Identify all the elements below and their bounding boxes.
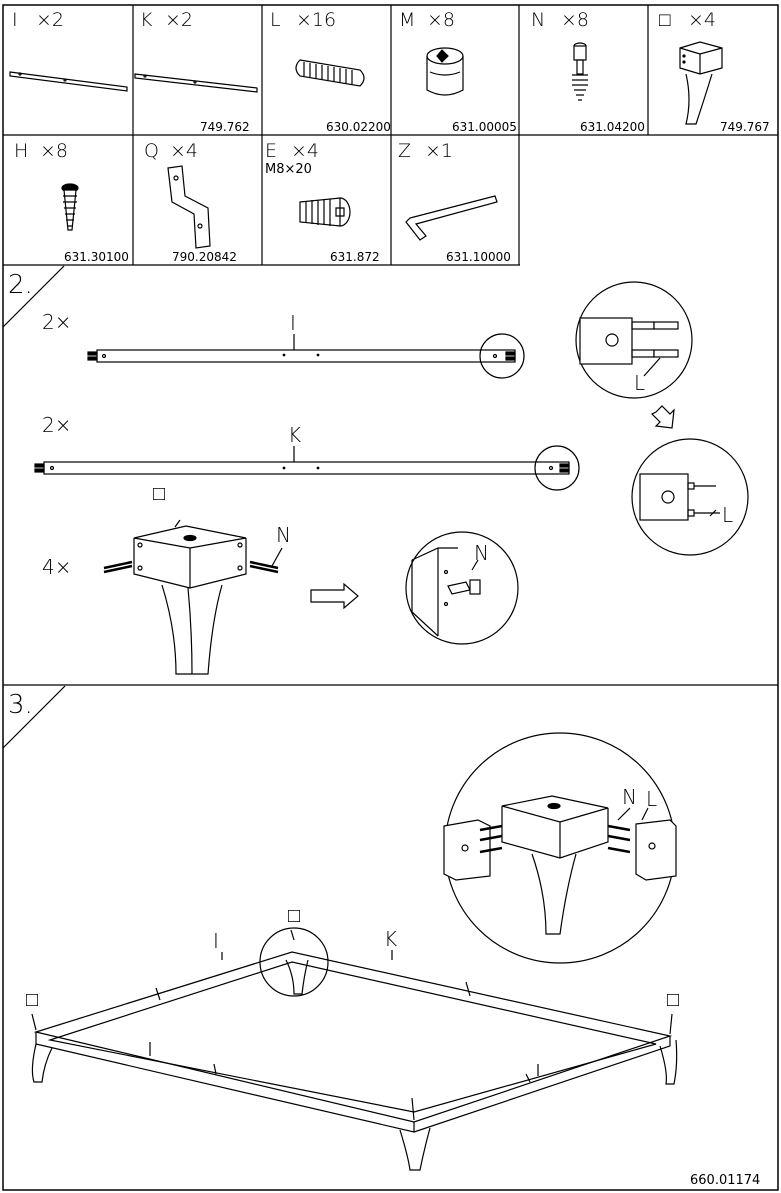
zoom-bolt-label: N	[474, 541, 489, 565]
rail-i-icon	[9, 71, 128, 92]
zoom-dowel-label-1: L	[634, 371, 645, 395]
part-l-letter: L	[270, 9, 281, 31]
screw-h-icon	[61, 183, 79, 231]
rail-k-back-label: K	[384, 927, 397, 951]
part-k-qty: ×2	[165, 9, 193, 31]
part-n-letter: N	[531, 9, 545, 31]
part-leg-code: 749.767	[720, 120, 770, 134]
part-h-code: 631.30100	[64, 250, 129, 264]
part-i-letter: I	[12, 9, 18, 31]
zoom-bolt-detail	[405, 531, 519, 645]
part-q-qty: ×4	[170, 140, 198, 162]
leg-qty: 4×	[42, 555, 71, 579]
part-h-letter: H	[14, 140, 28, 162]
rail-i-drawing	[87, 333, 525, 379]
part-e-qty: ×4	[291, 140, 319, 162]
part-l-qty: ×16	[296, 9, 336, 31]
part-z-qty: ×1	[425, 140, 453, 162]
part-i-qty: ×2	[36, 9, 64, 31]
rail-k-qty: 2×	[42, 413, 71, 437]
zoom-dowel-detail-2	[631, 438, 749, 556]
document-code: 660.01174	[690, 1173, 760, 1188]
leg-right-label: □	[667, 987, 679, 1011]
part-m-code: 631.00005	[452, 120, 517, 134]
bolt-n-label: N	[276, 523, 291, 547]
part-z-letter: Z	[398, 140, 411, 162]
part-n-qty: ×8	[561, 9, 589, 31]
parts-table	[2, 4, 779, 1191]
part-l-code: 630.02200	[326, 120, 391, 134]
part-leg-qty: ×4	[688, 9, 716, 31]
part-k-code: 749.762	[200, 120, 250, 134]
zoom-corner-detail	[443, 732, 677, 964]
step-3: 3. N L I K □ □ □ □ K I	[2, 685, 679, 1171]
step-2-number: 2.	[8, 270, 33, 300]
part-m-letter: M	[399, 9, 415, 31]
rail-k-label: K	[288, 423, 301, 447]
leg-center-label: □	[288, 903, 300, 927]
rail-i-label: I	[290, 311, 296, 335]
rail-i-back-label: I	[213, 929, 219, 953]
allen-key-z-icon	[405, 195, 498, 241]
dowel-l-icon	[295, 59, 365, 87]
rail-k-icon	[134, 73, 258, 93]
cam-lock-m-icon	[426, 47, 464, 96]
step-2: 2. 2× I 2× K 4× □ N L L N	[2, 265, 749, 675]
zoom-n-label: N	[622, 785, 637, 809]
cam-bolt-n-icon	[572, 42, 588, 101]
part-e-size: M8×20	[265, 162, 312, 177]
part-n-code: 631.04200	[580, 120, 645, 134]
arrow-down-icon	[650, 405, 675, 429]
leg-label: □	[153, 481, 165, 505]
leg-left-label: □	[26, 987, 38, 1011]
part-leg-letter: □	[659, 9, 671, 31]
part-z-code: 631.10000	[446, 250, 511, 264]
part-h-qty: ×8	[40, 140, 68, 162]
zoom-dowel-detail-1	[575, 281, 693, 399]
bracket-q-icon	[167, 165, 211, 249]
part-m-qty: ×8	[427, 9, 455, 31]
leg-with-bolts-drawing	[103, 519, 283, 675]
part-k-letter: K	[140, 9, 153, 31]
zoom-l-label: L	[646, 787, 657, 811]
part-q-code: 790.20842	[172, 250, 237, 264]
part-e-letter: E	[265, 140, 277, 162]
bolt-e-icon	[299, 197, 351, 227]
bed-frame-drawing	[31, 927, 678, 1171]
zoom-dowel-label-2: L	[722, 503, 733, 527]
rail-i-qty: 2×	[42, 310, 71, 334]
step-3-number: 3.	[8, 690, 33, 720]
part-q-letter: Q	[144, 140, 159, 162]
part-e-code: 631.872	[330, 250, 380, 264]
arrow-right-icon	[310, 582, 359, 610]
rail-k-drawing	[34, 445, 580, 491]
leg-icon	[679, 41, 723, 125]
